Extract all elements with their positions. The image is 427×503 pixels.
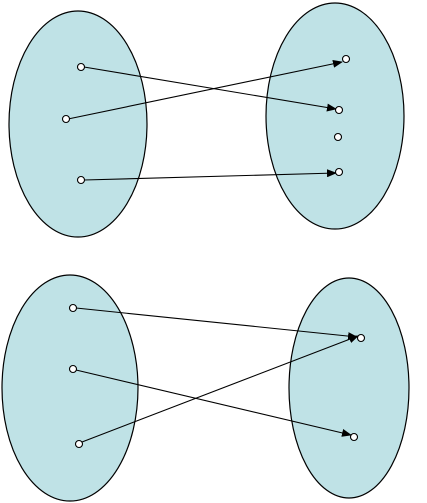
upper-arrow-d2-c1 xyxy=(67,59,343,120)
upper-mapping xyxy=(8,2,405,238)
lower-codomain-element-1 xyxy=(356,333,366,343)
lower-arrow-d1-c1 xyxy=(75,307,358,341)
lower-codomain-set xyxy=(288,277,410,499)
upper-domain-element-3 xyxy=(76,175,86,185)
upper-domain-element-2 xyxy=(61,114,71,124)
upper-arrow-d3-c4 xyxy=(83,169,337,181)
upper-domain-element-1 xyxy=(76,62,86,72)
lower-domain-element-1 xyxy=(68,303,78,313)
upper-codomain-element-2 xyxy=(334,105,344,115)
lower-arrow-d2-c2 xyxy=(75,369,352,437)
lower-arrow-d3-c1 xyxy=(81,335,359,443)
lower-codomain-element-2 xyxy=(349,432,359,442)
upper-codomain-set xyxy=(265,2,405,230)
upper-codomain-element-1 xyxy=(341,54,351,64)
upper-codomain-element-3 xyxy=(333,132,343,142)
lower-domain-element-2 xyxy=(68,364,78,374)
upper-domain-set xyxy=(8,10,148,238)
upper-arrow-d1-c2 xyxy=(83,66,337,112)
lower-domain-element-3 xyxy=(74,439,84,449)
lower-mapping xyxy=(1,274,410,502)
lower-domain-set xyxy=(1,274,139,502)
upper-codomain-element-4 xyxy=(334,167,344,177)
